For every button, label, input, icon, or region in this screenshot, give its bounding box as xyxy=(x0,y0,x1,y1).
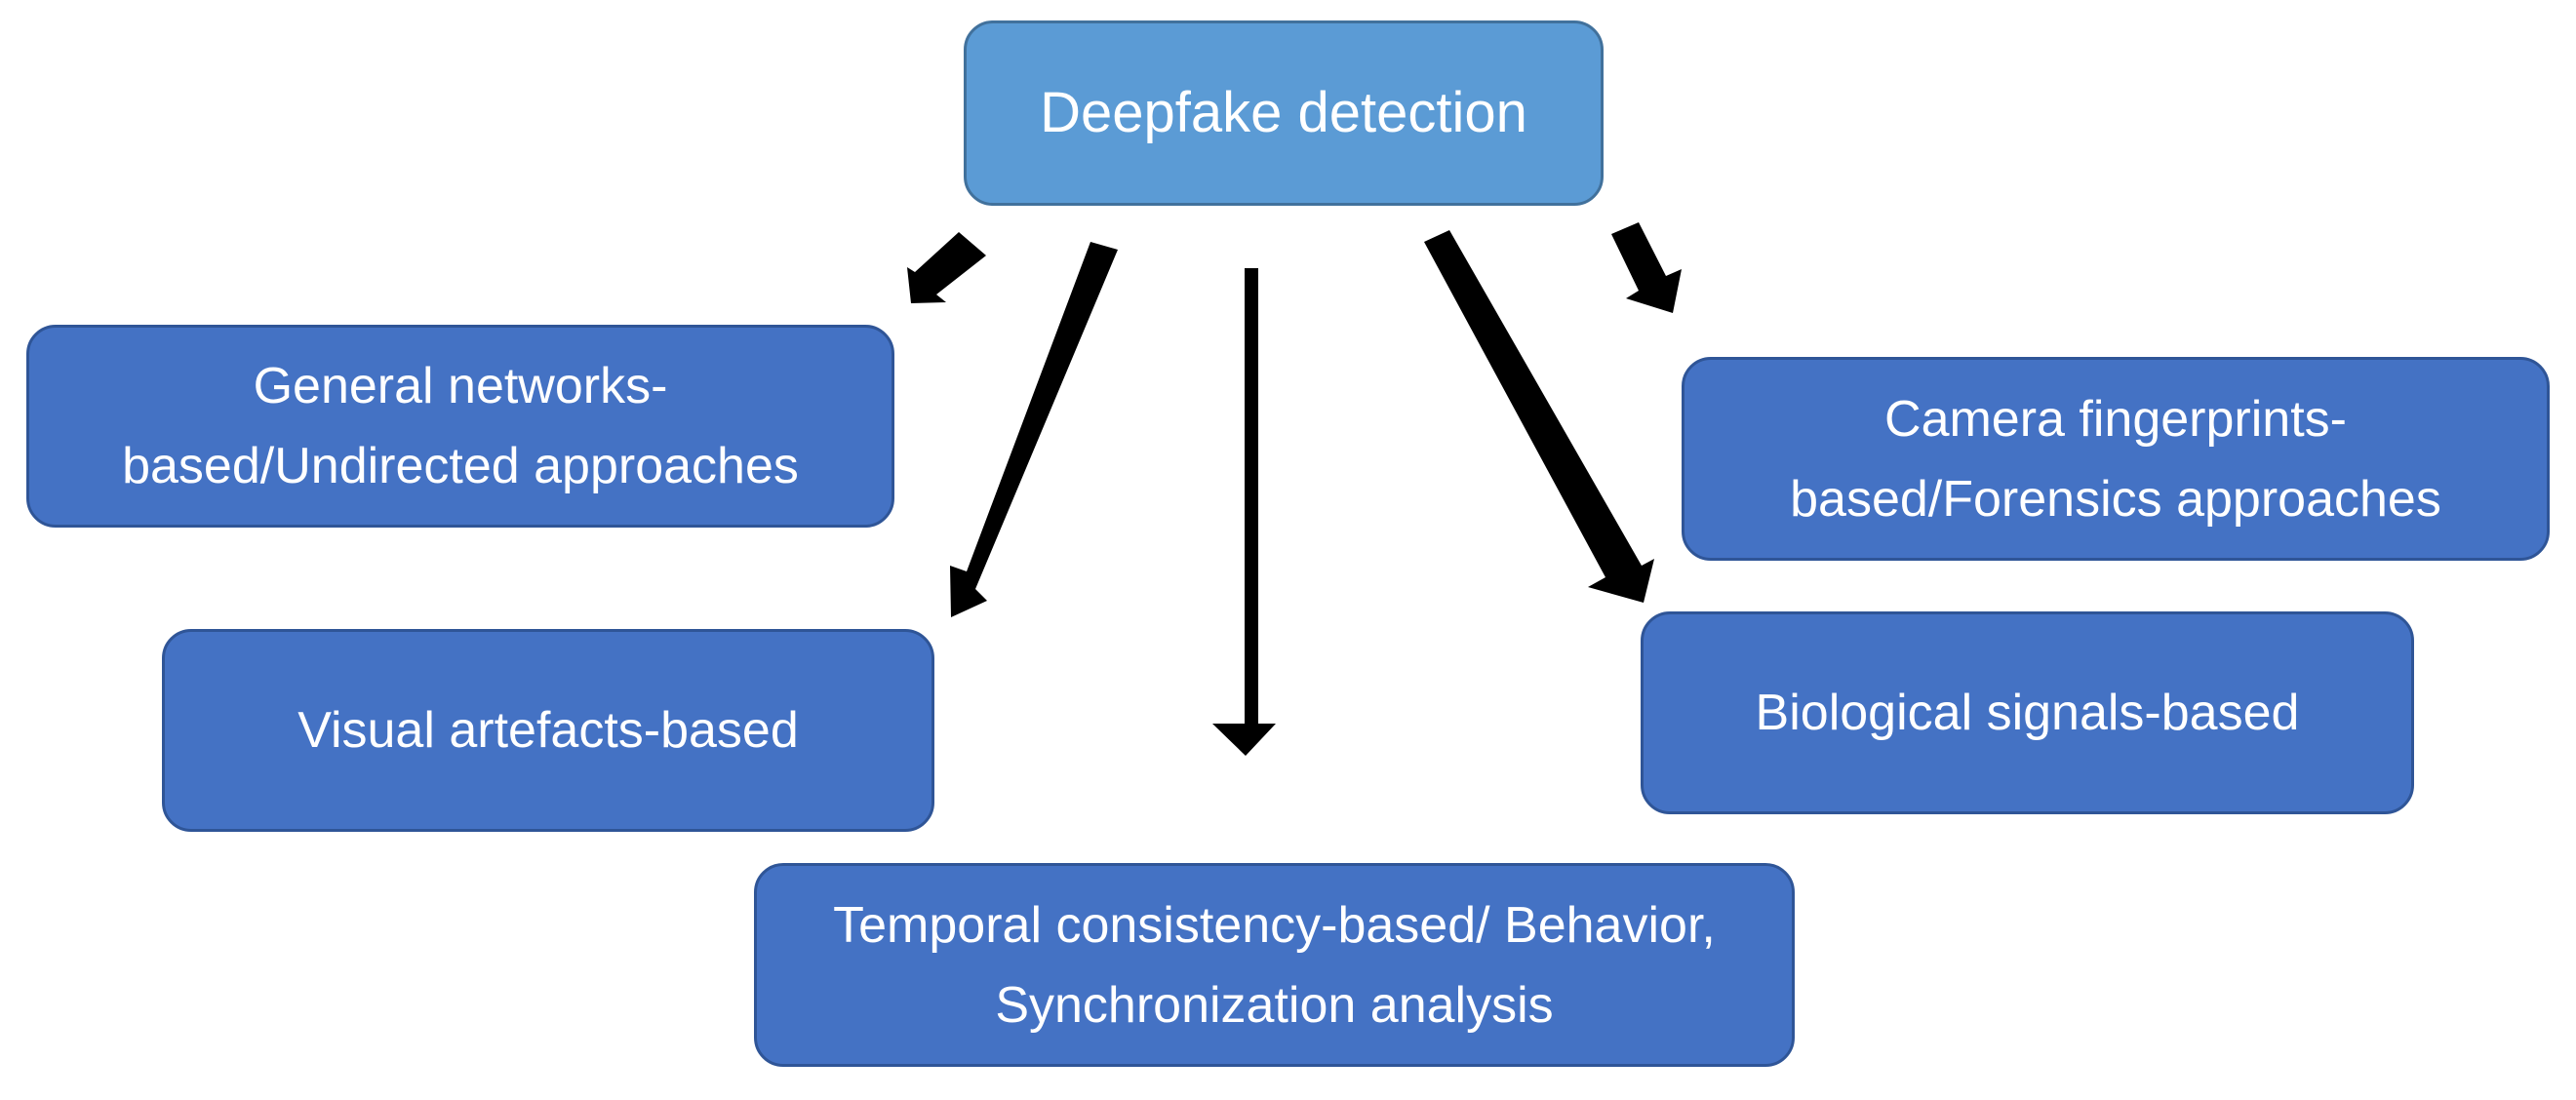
arrow-to-biological xyxy=(1424,230,1654,603)
arrow-to-temporal xyxy=(1212,268,1276,756)
arrow-to-camera xyxy=(1611,222,1682,313)
node-camera-fingerprints-line-1: Camera fingerprints- xyxy=(1884,390,2347,448)
node-camera-fingerprints: Camera fingerprints- based/Forensics app… xyxy=(1682,357,2550,561)
node-biological-signals-label: Biological signals-based xyxy=(1755,685,2300,741)
node-visual-artefacts: Visual artefacts-based xyxy=(162,629,934,832)
node-temporal-consistency-line-1: Temporal consistency-based/ Behavior, xyxy=(833,896,1716,954)
node-general-networks-line-1: General networks- xyxy=(253,358,668,414)
node-camera-fingerprints-text: Camera fingerprints- based/Forensics app… xyxy=(1790,379,2441,539)
node-biological-signals: Biological signals-based xyxy=(1641,611,2414,814)
node-visual-artefacts-label: Visual artefacts-based xyxy=(297,702,799,759)
node-general-networks-line-2: based/Undirected approaches xyxy=(122,438,799,494)
node-temporal-consistency-text: Temporal consistency-based/ Behavior, Sy… xyxy=(833,885,1716,1045)
node-general-networks: General networks- based/Undirected appro… xyxy=(26,325,894,528)
node-temporal-consistency-line-2: Synchronization analysis xyxy=(995,976,1554,1034)
node-camera-fingerprints-line-2: based/Forensics approaches xyxy=(1790,470,2441,528)
node-general-networks-text: General networks- based/Undirected appro… xyxy=(122,346,799,506)
arrow-to-visual xyxy=(950,242,1118,617)
arrow-to-general xyxy=(907,232,986,303)
root-node: Deepfake detection xyxy=(964,20,1604,206)
root-node-label: Deepfake detection xyxy=(1040,81,1527,144)
node-temporal-consistency: Temporal consistency-based/ Behavior, Sy… xyxy=(754,863,1795,1067)
